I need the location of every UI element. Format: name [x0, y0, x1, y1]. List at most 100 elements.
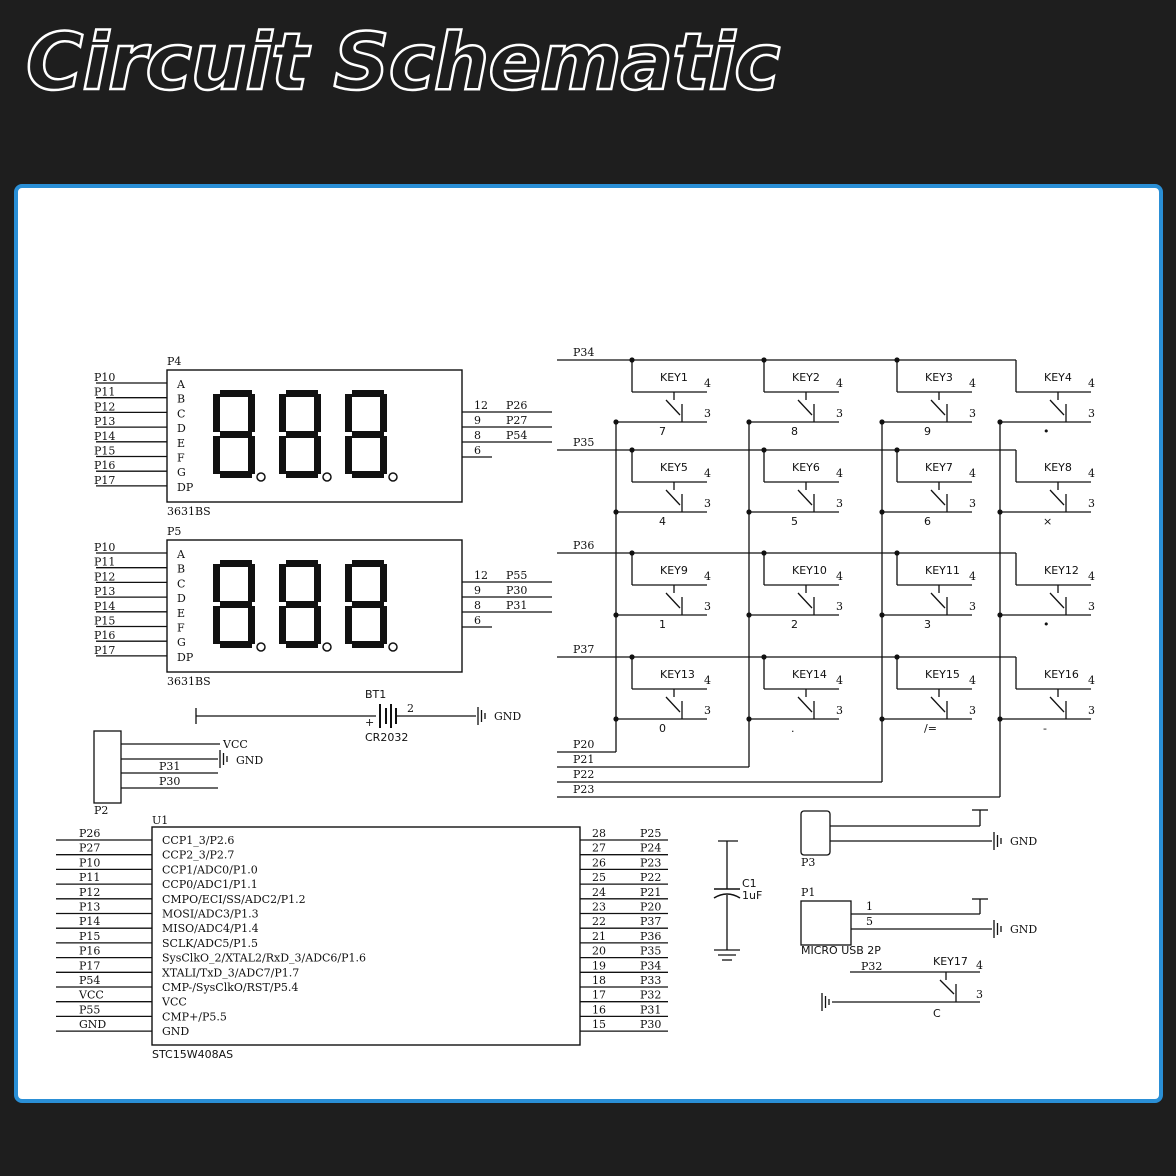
key-switch-contact: [930, 399, 946, 416]
seven-segment-digit: [345, 390, 398, 482]
key-pin-number: 4: [1088, 377, 1095, 390]
mcu-right-net: P36: [640, 930, 661, 943]
key-label: 4: [659, 515, 666, 528]
key-name: KEY15: [925, 668, 960, 681]
key-pin-number: 4: [836, 674, 843, 687]
key-label: 8: [791, 425, 798, 438]
display-net-label: P54: [506, 429, 527, 442]
key-label: 2: [791, 618, 798, 631]
junction-dot: [746, 716, 752, 722]
key-pin-number: 4: [969, 674, 976, 687]
junction-dot: [746, 509, 752, 515]
key-name: KEY10: [792, 564, 827, 577]
segment-pin-label: B: [177, 563, 185, 576]
key17-pin: 3: [976, 988, 983, 1001]
mcu-left-net: P10: [79, 856, 100, 869]
segment-pin-label: E: [177, 607, 185, 620]
segment-a: [352, 390, 384, 397]
segment-net-label: P12: [94, 400, 115, 413]
mcu-pin-number: 24: [592, 886, 606, 899]
seven-segment-digit: [279, 560, 332, 652]
key-switch-contact: [1049, 399, 1065, 416]
key-name: KEY8: [1044, 461, 1072, 474]
key-pin-number: 3: [969, 497, 976, 510]
segment-g: [220, 431, 252, 438]
key-pin-number: 4: [704, 570, 711, 583]
key-pin-number: 3: [1088, 407, 1095, 420]
mcu-left-net: P16: [79, 945, 100, 958]
key-pin-number: 4: [1088, 674, 1095, 687]
key-label: 3: [924, 618, 931, 631]
display-net-label: P26: [506, 399, 527, 412]
segment-pin-label: D: [177, 592, 186, 605]
segment-g: [352, 601, 384, 608]
mcu-left-net: P13: [79, 901, 100, 914]
segment-f: [213, 394, 220, 432]
p2-connector-body: [93, 730, 122, 804]
segment-net-label: P11: [94, 556, 115, 569]
display-ref: P5: [167, 525, 181, 538]
key-label: ×: [1043, 515, 1052, 528]
usb-pin-number: 5: [866, 915, 873, 928]
mcu-left-net: P55: [79, 1003, 100, 1016]
junction-dot: [879, 419, 885, 425]
junction-dot: [879, 509, 885, 515]
key-name: KEY14: [792, 668, 827, 681]
key-switch-contact: [797, 489, 813, 506]
segment-e: [345, 436, 352, 474]
key-pin-number: 4: [1088, 467, 1095, 480]
segment-g: [286, 601, 318, 608]
mcu-right-net: P33: [640, 974, 661, 987]
mcu-pin-number: 25: [592, 871, 606, 884]
mcu-pin-function: GND: [162, 1025, 189, 1038]
p2-net-label: P31: [159, 760, 180, 773]
key-name: KEY6: [792, 461, 820, 474]
usb-part: MICRO USB 2P: [801, 944, 881, 957]
key-name: KEY3: [925, 371, 953, 384]
mcu-ref: U1: [152, 814, 168, 827]
gnd-label: GND: [494, 710, 521, 723]
battery-pin: 2: [407, 702, 414, 715]
key-name: KEY12: [1044, 564, 1079, 577]
segment-g: [220, 601, 252, 608]
segment-b: [380, 394, 387, 432]
segment-net-label: P11: [94, 386, 115, 399]
decimal-point: [388, 472, 398, 482]
key-pin-number: 4: [969, 467, 976, 480]
display-part: 3631BS: [167, 505, 211, 518]
segment-b: [314, 394, 321, 432]
segment-e: [213, 436, 220, 474]
segment-g: [286, 431, 318, 438]
decimal-point: [256, 472, 266, 482]
key-pin-number: 4: [704, 377, 711, 390]
mcu-pin-number: 18: [592, 974, 606, 987]
decimal-point: [388, 642, 398, 652]
key-label: 6: [924, 515, 931, 528]
segment-net-label: P12: [94, 570, 115, 583]
mcu-pin-function: MOSI/ADC3/P1.3: [162, 908, 259, 921]
mcu-pin-function: CCP1/ADC0/P1.0: [162, 863, 258, 876]
segment-a: [220, 560, 252, 567]
key-pin-number: 3: [969, 407, 976, 420]
key-pin-number: 3: [704, 600, 711, 613]
key-pin-number: 3: [969, 704, 976, 717]
segment-d: [286, 471, 318, 478]
segment-c: [380, 606, 387, 644]
mcu-pin-function: CMP-/SysClkO/RST/P5.4: [162, 981, 298, 994]
junction-dot: [879, 716, 885, 722]
segment-d: [286, 641, 318, 648]
decimal-point: [322, 472, 332, 482]
junction-dot: [613, 509, 619, 515]
junction-dot: [746, 612, 752, 618]
segment-pin-label: G: [177, 636, 186, 649]
key-switch-contact: [665, 592, 681, 609]
battery-part: CR2032: [365, 731, 408, 744]
key-name: KEY1: [660, 371, 688, 384]
seven-segment-digit: [345, 560, 398, 652]
key-pin-number: 4: [704, 674, 711, 687]
segment-net-label: P15: [94, 445, 115, 458]
segment-c: [380, 436, 387, 474]
key-pin-number: 4: [836, 467, 843, 480]
segment-d: [352, 471, 384, 478]
key-switch-contact: [1049, 592, 1065, 609]
